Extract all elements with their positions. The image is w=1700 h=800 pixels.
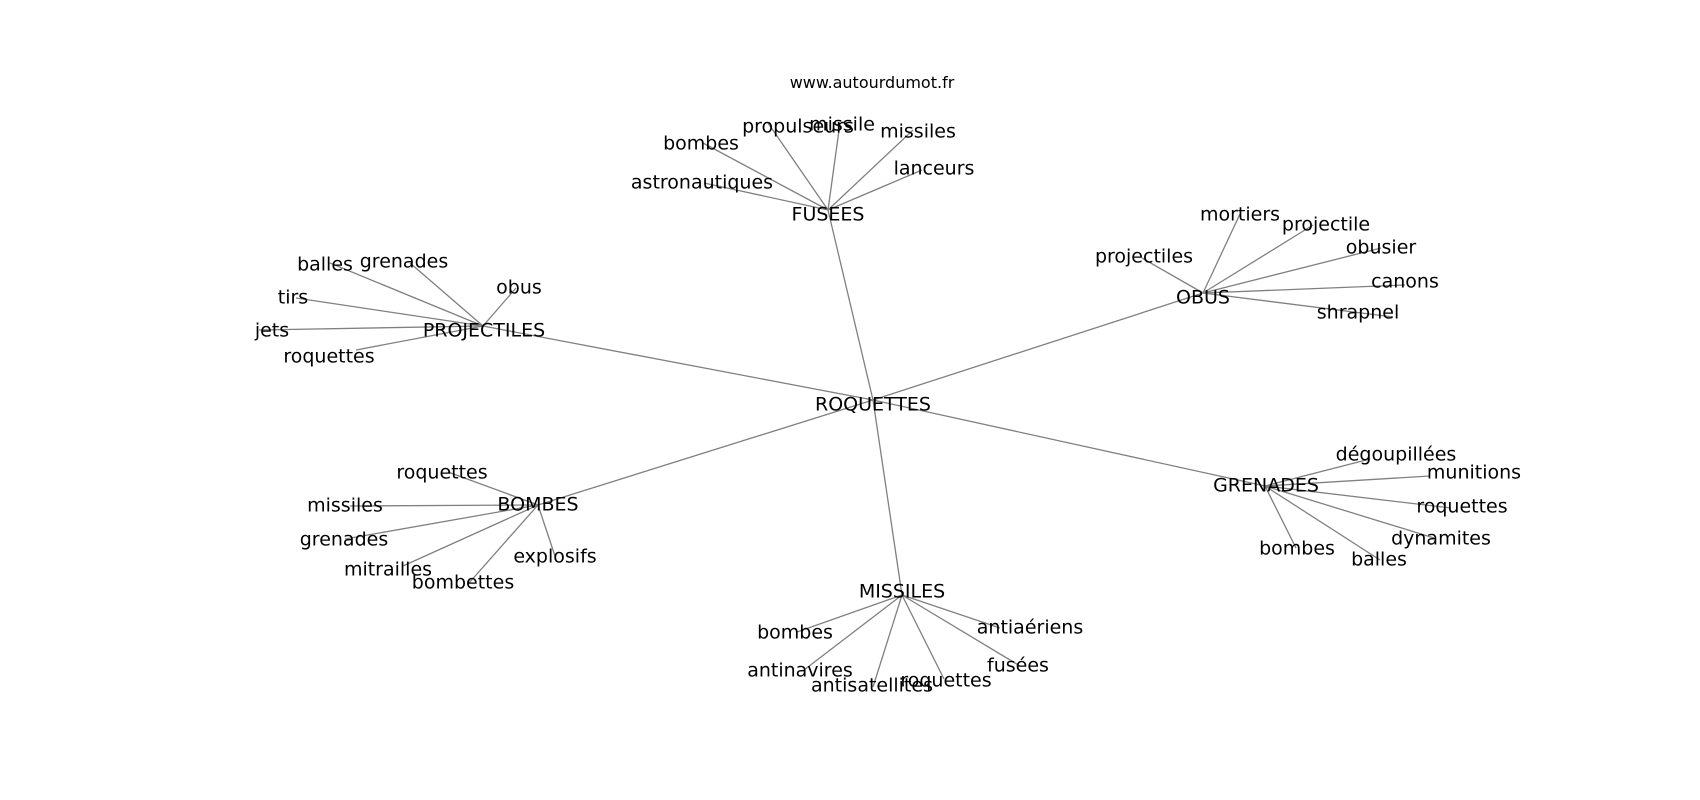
leaf-node-grenades-4: balles	[1351, 549, 1407, 571]
leaf-node-bombes-5: explosifs	[513, 546, 596, 568]
edge-fusees-2	[767, 122, 829, 211]
edge-missiles-3	[901, 594, 945, 680]
edge-fusees-5	[827, 169, 923, 211]
edge-projectiles-4	[258, 325, 484, 331]
hub-node-obus: OBUS	[1176, 287, 1230, 309]
edge-grenades-1	[1264, 475, 1431, 487]
source-credit: www.autourdumot.fr	[0, 73, 1700, 92]
edge-grenades-0	[1264, 458, 1371, 487]
edge-root-obus	[872, 292, 1204, 401]
leaf-node-bombes-0: roquettes	[396, 462, 487, 484]
leaf-node-grenades-5: bombes	[1259, 538, 1335, 560]
leaf-node-missiles-0: bombes	[757, 622, 833, 644]
hub-node-projectiles: PROJECTILES	[423, 320, 545, 342]
leaf-node-projectiles-0: balles	[297, 254, 353, 276]
edge-grenades-5	[1264, 485, 1297, 549]
edge-projectiles-1	[409, 262, 484, 327]
leaf-node-bombes-1: missiles	[307, 495, 383, 517]
leaf-node-fusees-4: missiles	[880, 121, 956, 143]
edge-missiles-2	[872, 594, 903, 688]
leaf-node-obus-1: mortiers	[1200, 204, 1280, 226]
edge-grenades-2	[1264, 485, 1452, 509]
edge-projectiles-3	[295, 297, 484, 327]
leaf-node-missiles-4: fusées	[987, 655, 1049, 677]
leaf-node-obus-2: projectile	[1282, 214, 1370, 236]
leaf-node-obus-5: shrapnel	[1317, 302, 1399, 324]
edge-bombes-5	[537, 504, 556, 557]
leaf-node-bombes-2: grenades	[300, 529, 388, 551]
edge-missiles-0	[796, 594, 903, 633]
leaf-node-missiles-5: antiaériens	[977, 617, 1083, 639]
leaf-node-obus-4: canons	[1371, 271, 1439, 293]
edge-bombes-2	[344, 504, 539, 540]
edge-root-grenades	[872, 399, 1266, 487]
leaf-node-grenades-2: roquettes	[1416, 496, 1507, 518]
leaf-node-fusees-2: propulseurs	[742, 116, 854, 138]
edge-bombes-0	[447, 471, 539, 506]
edge-fusees-1	[702, 142, 829, 211]
edge-missiles-4	[901, 594, 1021, 667]
leaf-node-projectiles-5: roquettes	[283, 346, 374, 368]
edge-root-projectiles	[482, 325, 874, 401]
edge-bombes-4	[468, 504, 539, 584]
edge-obus-4	[1202, 284, 1406, 294]
leaf-node-grenades-0: dégoupillées	[1336, 444, 1457, 466]
edge-fusees-0	[703, 182, 829, 211]
edge-root-missiles	[872, 399, 903, 596]
leaf-node-obus-3: obusier	[1346, 237, 1417, 259]
leaf-node-projectiles-3: tirs	[278, 287, 308, 309]
leaf-node-missiles-3: roquettes	[900, 670, 991, 692]
leaf-node-projectiles-4: jets	[254, 320, 289, 342]
edge-bombes-3	[402, 504, 539, 567]
leaf-node-missiles-1: antinavires	[747, 660, 853, 682]
hub-node-bombes: BOMBES	[497, 494, 578, 516]
edge-missiles-5	[901, 594, 1001, 629]
edge-projectiles-0	[329, 262, 484, 327]
hub-node-missiles: MISSILES	[859, 581, 945, 603]
edge-missiles-1	[803, 594, 903, 671]
leaf-node-fusees-3: missile	[809, 114, 875, 136]
leaf-node-fusees-1: bombes	[663, 133, 739, 155]
edge-grenades-4	[1264, 485, 1381, 561]
leaf-node-projectiles-1: grenades	[360, 251, 448, 273]
edge-obus-0	[1141, 257, 1204, 294]
edge-grenades-3	[1264, 485, 1435, 539]
edge-fusees-4	[827, 129, 914, 211]
leaf-node-fusees-5: lanceurs	[894, 158, 975, 180]
edge-root-bombes	[537, 399, 874, 506]
edge-fusees-3	[827, 122, 841, 211]
hub-node-grenades: GRENADES	[1213, 475, 1319, 497]
leaf-node-grenades-1: munitions	[1427, 462, 1521, 484]
edge-root-fusees	[827, 209, 874, 401]
edge-obus-2	[1202, 224, 1314, 294]
edge-obus-5	[1202, 292, 1394, 318]
root-node: ROQUETTES	[815, 394, 931, 416]
leaf-node-fusees-0: astronautiques	[631, 172, 773, 194]
graph-edges	[258, 122, 1452, 688]
edge-bombes-1	[349, 504, 539, 507]
source-credit-text: www.autourdumot.fr	[789, 73, 955, 92]
edge-projectiles-2	[482, 287, 517, 327]
leaf-node-bombes-3: mitrailles	[344, 559, 432, 581]
leaf-node-missiles-2: antisatellites	[811, 675, 933, 697]
leaf-node-bombes-4: bombettes	[412, 572, 514, 594]
edge-obus-3	[1202, 247, 1382, 294]
edge-projectiles-5	[355, 325, 484, 351]
hub-node-fusees: FUSEES	[792, 204, 865, 226]
leaf-node-obus-0: projectiles	[1095, 246, 1193, 268]
leaf-node-grenades-3: dynamites	[1391, 528, 1491, 550]
edge-obus-1	[1202, 213, 1241, 294]
leaf-node-projectiles-2: obus	[496, 277, 542, 299]
